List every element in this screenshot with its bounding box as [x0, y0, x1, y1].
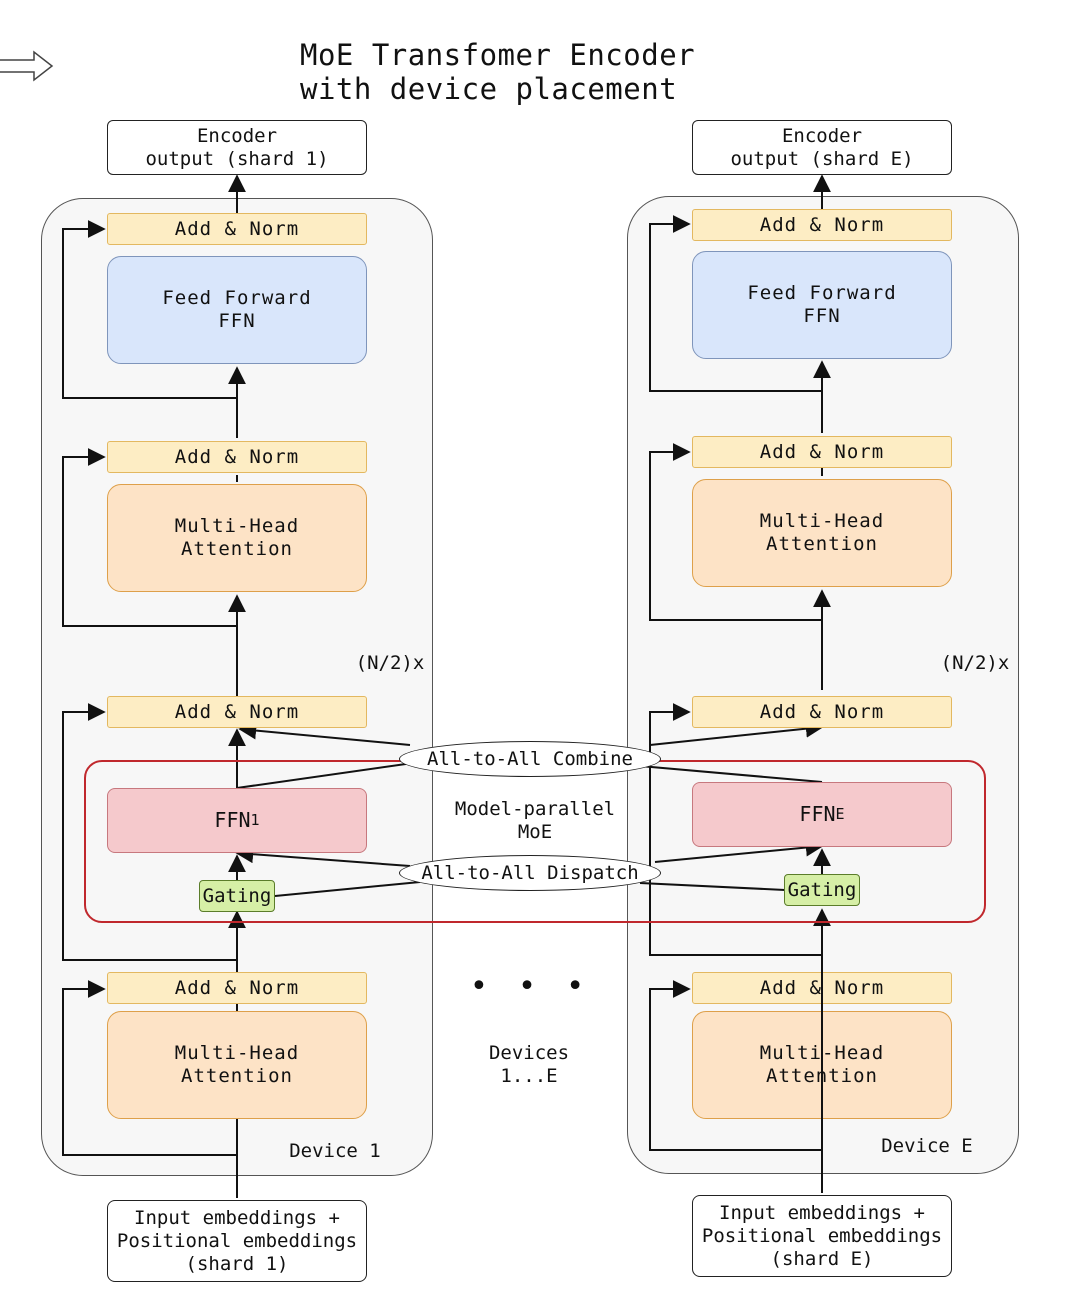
expert-ffn-1-sub: 1: [250, 811, 260, 829]
input-embeddings-shard-e: Input embeddings + Positional embeddings…: [692, 1195, 952, 1277]
gating-e: Gating: [784, 874, 860, 906]
multi-head-attention-1-lower: Multi-Head Attention: [107, 1011, 367, 1119]
multi-head-attention-e-upper: Multi-Head Attention: [692, 479, 952, 587]
devices-ellipsis: • • •: [469, 969, 591, 1004]
add-norm-1-upper-mid: Add & Norm: [107, 441, 367, 473]
add-norm-e-top: Add & Norm: [692, 209, 952, 241]
device-e-label: Device E: [881, 1135, 973, 1157]
add-norm-1-lower-mid: Add & Norm: [107, 696, 367, 728]
add-norm-e-lower-mid: Add & Norm: [692, 696, 952, 728]
moe-label: Model-parallel MoE: [454, 798, 616, 843]
add-norm-1-top: Add & Norm: [107, 213, 367, 245]
repeat-label-1: (N/2)x: [355, 652, 425, 674]
encoder-output-shard-1: Encoder output (shard 1): [107, 120, 367, 175]
expert-ffn-1-name: FFN: [214, 808, 251, 832]
add-norm-e-upper-mid: Add & Norm: [692, 436, 952, 468]
all-to-all-combine: All-to-All Combine: [399, 741, 661, 777]
diagram-title: MoE Transfomer Encoder with device place…: [300, 38, 696, 106]
input-embeddings-shard-1: Input embeddings + Positional embeddings…: [107, 1200, 367, 1282]
multi-head-attention-1-upper: Multi-Head Attention: [107, 484, 367, 592]
repeat-label-e: (N/2)x: [940, 652, 1010, 674]
encoder-output-shard-e: Encoder output (shard E): [692, 120, 952, 175]
device-1-label: Device 1: [289, 1140, 381, 1162]
add-norm-1-bottom: Add & Norm: [107, 972, 367, 1004]
feed-forward-ffn-e: Feed Forward FFN: [692, 251, 952, 359]
expert-ffn-e-name: FFN: [799, 802, 836, 826]
gating-1: Gating: [199, 880, 275, 912]
devices-range-label: Devices 1...E: [488, 1042, 570, 1087]
all-to-all-dispatch: All-to-All Dispatch: [399, 855, 661, 891]
expert-ffn-e-sub: E: [835, 805, 845, 823]
double-arrow-icon: [0, 50, 54, 82]
feed-forward-ffn-1: Feed Forward FFN: [107, 256, 367, 364]
